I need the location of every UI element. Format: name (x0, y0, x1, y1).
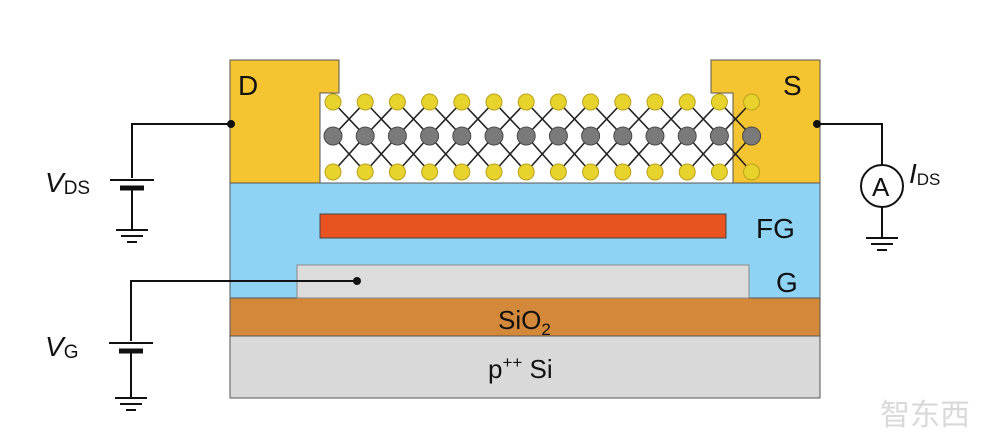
metal-atom (645, 126, 665, 146)
chalcogen-atom-bottom (453, 163, 471, 181)
gate-contact-dot (353, 277, 361, 285)
metal-atom (613, 126, 633, 146)
chalcogen-atom-top (421, 93, 439, 111)
chalcogen-atom-bottom (549, 163, 567, 181)
drain-electrode (229, 59, 340, 184)
chalcogen-atom-top (485, 93, 503, 111)
ids-label: IDS (909, 158, 940, 189)
ids-circuit (817, 123, 904, 251)
metal-atom (742, 126, 762, 146)
vds-label: VDS (45, 167, 90, 199)
chalcogen-atom-top (710, 93, 728, 111)
chalcogen-atom-bottom (743, 163, 761, 181)
chalcogen-atom-top (549, 93, 567, 111)
gate-electrode (296, 264, 750, 299)
metal-atom (355, 126, 375, 146)
chalcogen-atom-top (388, 93, 406, 111)
watermark-logo: 智东西 (880, 398, 970, 433)
chalcogen-atom-bottom (582, 163, 600, 181)
vg-label: VG (45, 331, 78, 363)
chalcogen-atom-top (743, 93, 761, 111)
chalcogen-atom-top (356, 93, 374, 111)
metal-atom (548, 126, 568, 146)
sio2-label: SiO2 (498, 305, 551, 339)
drain-label: D (238, 70, 258, 101)
ammeter-symbol: A (872, 172, 890, 202)
chalcogen-atom-bottom (485, 163, 503, 181)
metal-atom (516, 126, 536, 146)
metal-atom (323, 126, 343, 146)
chalcogen-atom-bottom (421, 163, 439, 181)
vg-circuit (109, 280, 357, 411)
chalcogen-atom-top (678, 93, 696, 111)
chalcogen-atom-top (453, 93, 471, 111)
floating-gate (319, 213, 727, 239)
source-label: S (783, 70, 802, 101)
chalcogen-atom-bottom (646, 163, 664, 181)
chalcogen-atom-bottom (710, 163, 728, 181)
chalcogen-atom-bottom (614, 163, 632, 181)
vds-circuit (110, 123, 231, 243)
chalcogen-atom-top (614, 93, 632, 111)
metal-atom (581, 126, 601, 146)
source-contact-dot (813, 120, 821, 128)
chalcogen-atom-top (646, 93, 664, 111)
chalcogen-atom-top (582, 93, 600, 111)
gate-label: G (776, 267, 798, 298)
2d-material-lattice (323, 93, 762, 181)
metal-atom (677, 126, 697, 146)
substrate-layer (229, 335, 821, 399)
metal-atom (387, 126, 407, 146)
metal-atom (484, 126, 504, 146)
metal-atom (452, 126, 472, 146)
floating-gate-label: FG (756, 213, 795, 244)
metal-atom (709, 126, 729, 146)
chalcogen-atom-bottom (324, 163, 342, 181)
chalcogen-atom-bottom (517, 163, 535, 181)
chalcogen-atom-bottom (388, 163, 406, 181)
substrate-label: p++ Si (488, 353, 553, 384)
chalcogen-atom-top (517, 93, 535, 111)
drain-contact-dot (227, 120, 235, 128)
metal-atom (420, 126, 440, 146)
source-electrode (710, 59, 821, 184)
sio2-layer (229, 297, 821, 337)
chalcogen-atom-bottom (356, 163, 374, 181)
chalcogen-atom-bottom (678, 163, 696, 181)
chalcogen-atom-top (324, 93, 342, 111)
